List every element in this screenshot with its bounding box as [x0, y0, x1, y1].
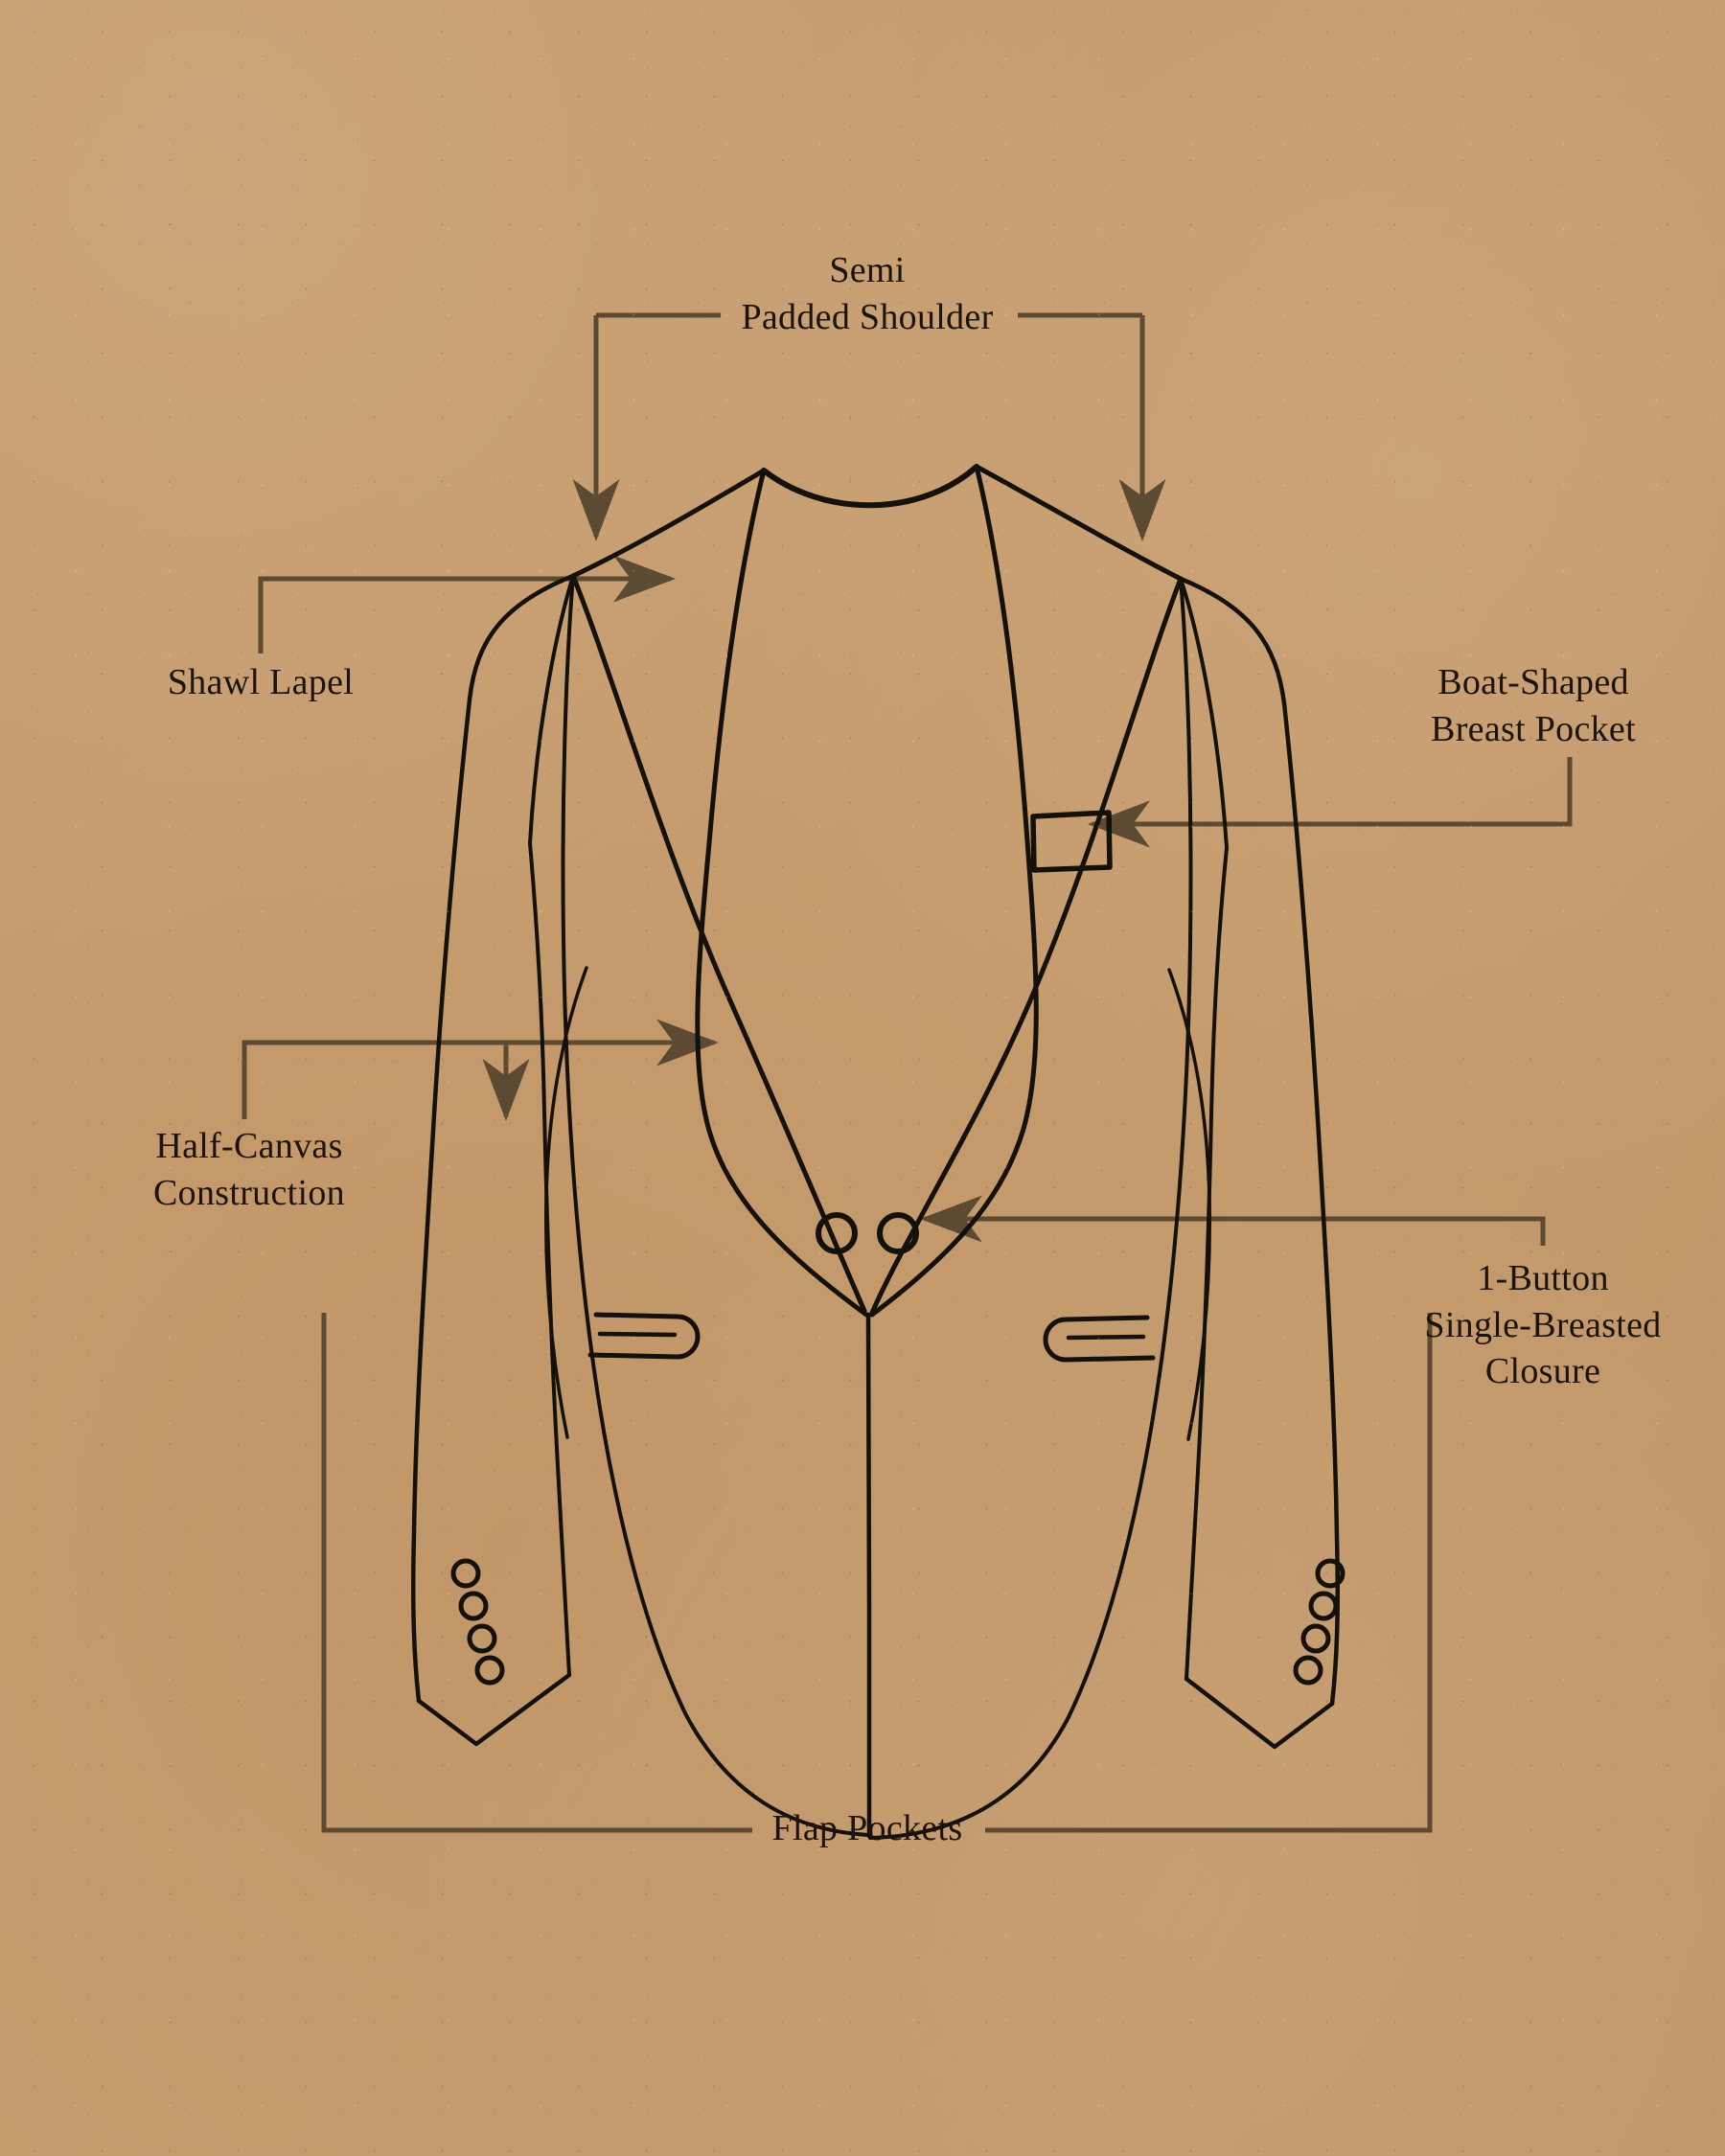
- leader-lines-group: [242, 312, 1573, 1833]
- collar-neckline: [761, 464, 979, 509]
- shoulder-line-right: [974, 464, 1184, 582]
- lapel-roll-left-upper: [706, 468, 767, 846]
- jacket-outline-group: [410, 464, 1346, 1840]
- lapel-roll-right-upper: [974, 464, 1030, 844]
- sleeve-cuff-button-left-2: [458, 1591, 489, 1621]
- label-one-button-single-breasted-closure: 1-Button Single-Breasted Closure: [1424, 1258, 1662, 1392]
- label-shawl-lapel: Shawl Lapel: [167, 662, 355, 702]
- armhole-seam-right: [1179, 577, 1229, 850]
- sleeve-cuff-button-left-1: [450, 1558, 481, 1589]
- sleeve-cuff-button-right-2: [1308, 1591, 1339, 1621]
- label-half-canvas-construction: Half-Canvas Construction: [153, 1126, 345, 1213]
- lapel-roll-left-lower: [695, 840, 869, 1318]
- leader-shawl-lapel: [258, 555, 676, 654]
- label-boat-shaped-breast-pocket: Boat-Shaped Breast Pocket: [1431, 662, 1636, 749]
- cuff-left: [416, 1672, 572, 1747]
- leader-breast-pocket: [1088, 757, 1573, 848]
- sleeve-inner-left: [528, 841, 571, 1677]
- sleeve-cuff-button-right-1: [1315, 1558, 1346, 1589]
- lapel-outer-left: [570, 573, 867, 1314]
- sleeve-outer-left: [410, 573, 576, 1704]
- sleeve-cuff-button-left-3: [467, 1623, 497, 1654]
- body-side-left: [561, 574, 870, 1837]
- shoulder-line-left: [570, 468, 767, 579]
- lapel-outer-right: [869, 576, 1184, 1316]
- sleeve-cuff-button-right-3: [1300, 1623, 1331, 1654]
- center-front-line: [865, 1312, 872, 1839]
- leader-one-button-closure: [920, 1195, 1546, 1246]
- breast-pocket-welt: [1030, 810, 1113, 873]
- flap-pocket-right: [1043, 1315, 1156, 1363]
- sleeve-outer-right: [1178, 576, 1341, 1707]
- cuff-right: [1184, 1676, 1335, 1750]
- lapel-roll-right-lower: [869, 838, 1039, 1318]
- flap-pocket-right-line: [1066, 1334, 1146, 1341]
- armhole-seam-left: [528, 574, 575, 845]
- leader-flap-pockets-right: [985, 1313, 1433, 1833]
- label-semi-padded-shoulder: Semi Padded Shoulder: [741, 250, 994, 337]
- leader-half-canvas-main: [242, 1019, 719, 1119]
- sleeve-cuff-button-left-4: [474, 1655, 505, 1686]
- body-side-right: [868, 577, 1193, 1840]
- sleeve-inner-right: [1184, 846, 1229, 1681]
- label-flap-pockets: Flap Pockets: [771, 1808, 963, 1848]
- flap-pocket-left: [587, 1312, 701, 1360]
- front-button-left: [816, 1212, 858, 1254]
- sleeve-cuff-button-right-4: [1293, 1655, 1323, 1686]
- front-button-right: [877, 1212, 919, 1254]
- flap-pocket-left-line: [597, 1331, 678, 1338]
- leader-flap-pockets-left: [321, 1313, 752, 1833]
